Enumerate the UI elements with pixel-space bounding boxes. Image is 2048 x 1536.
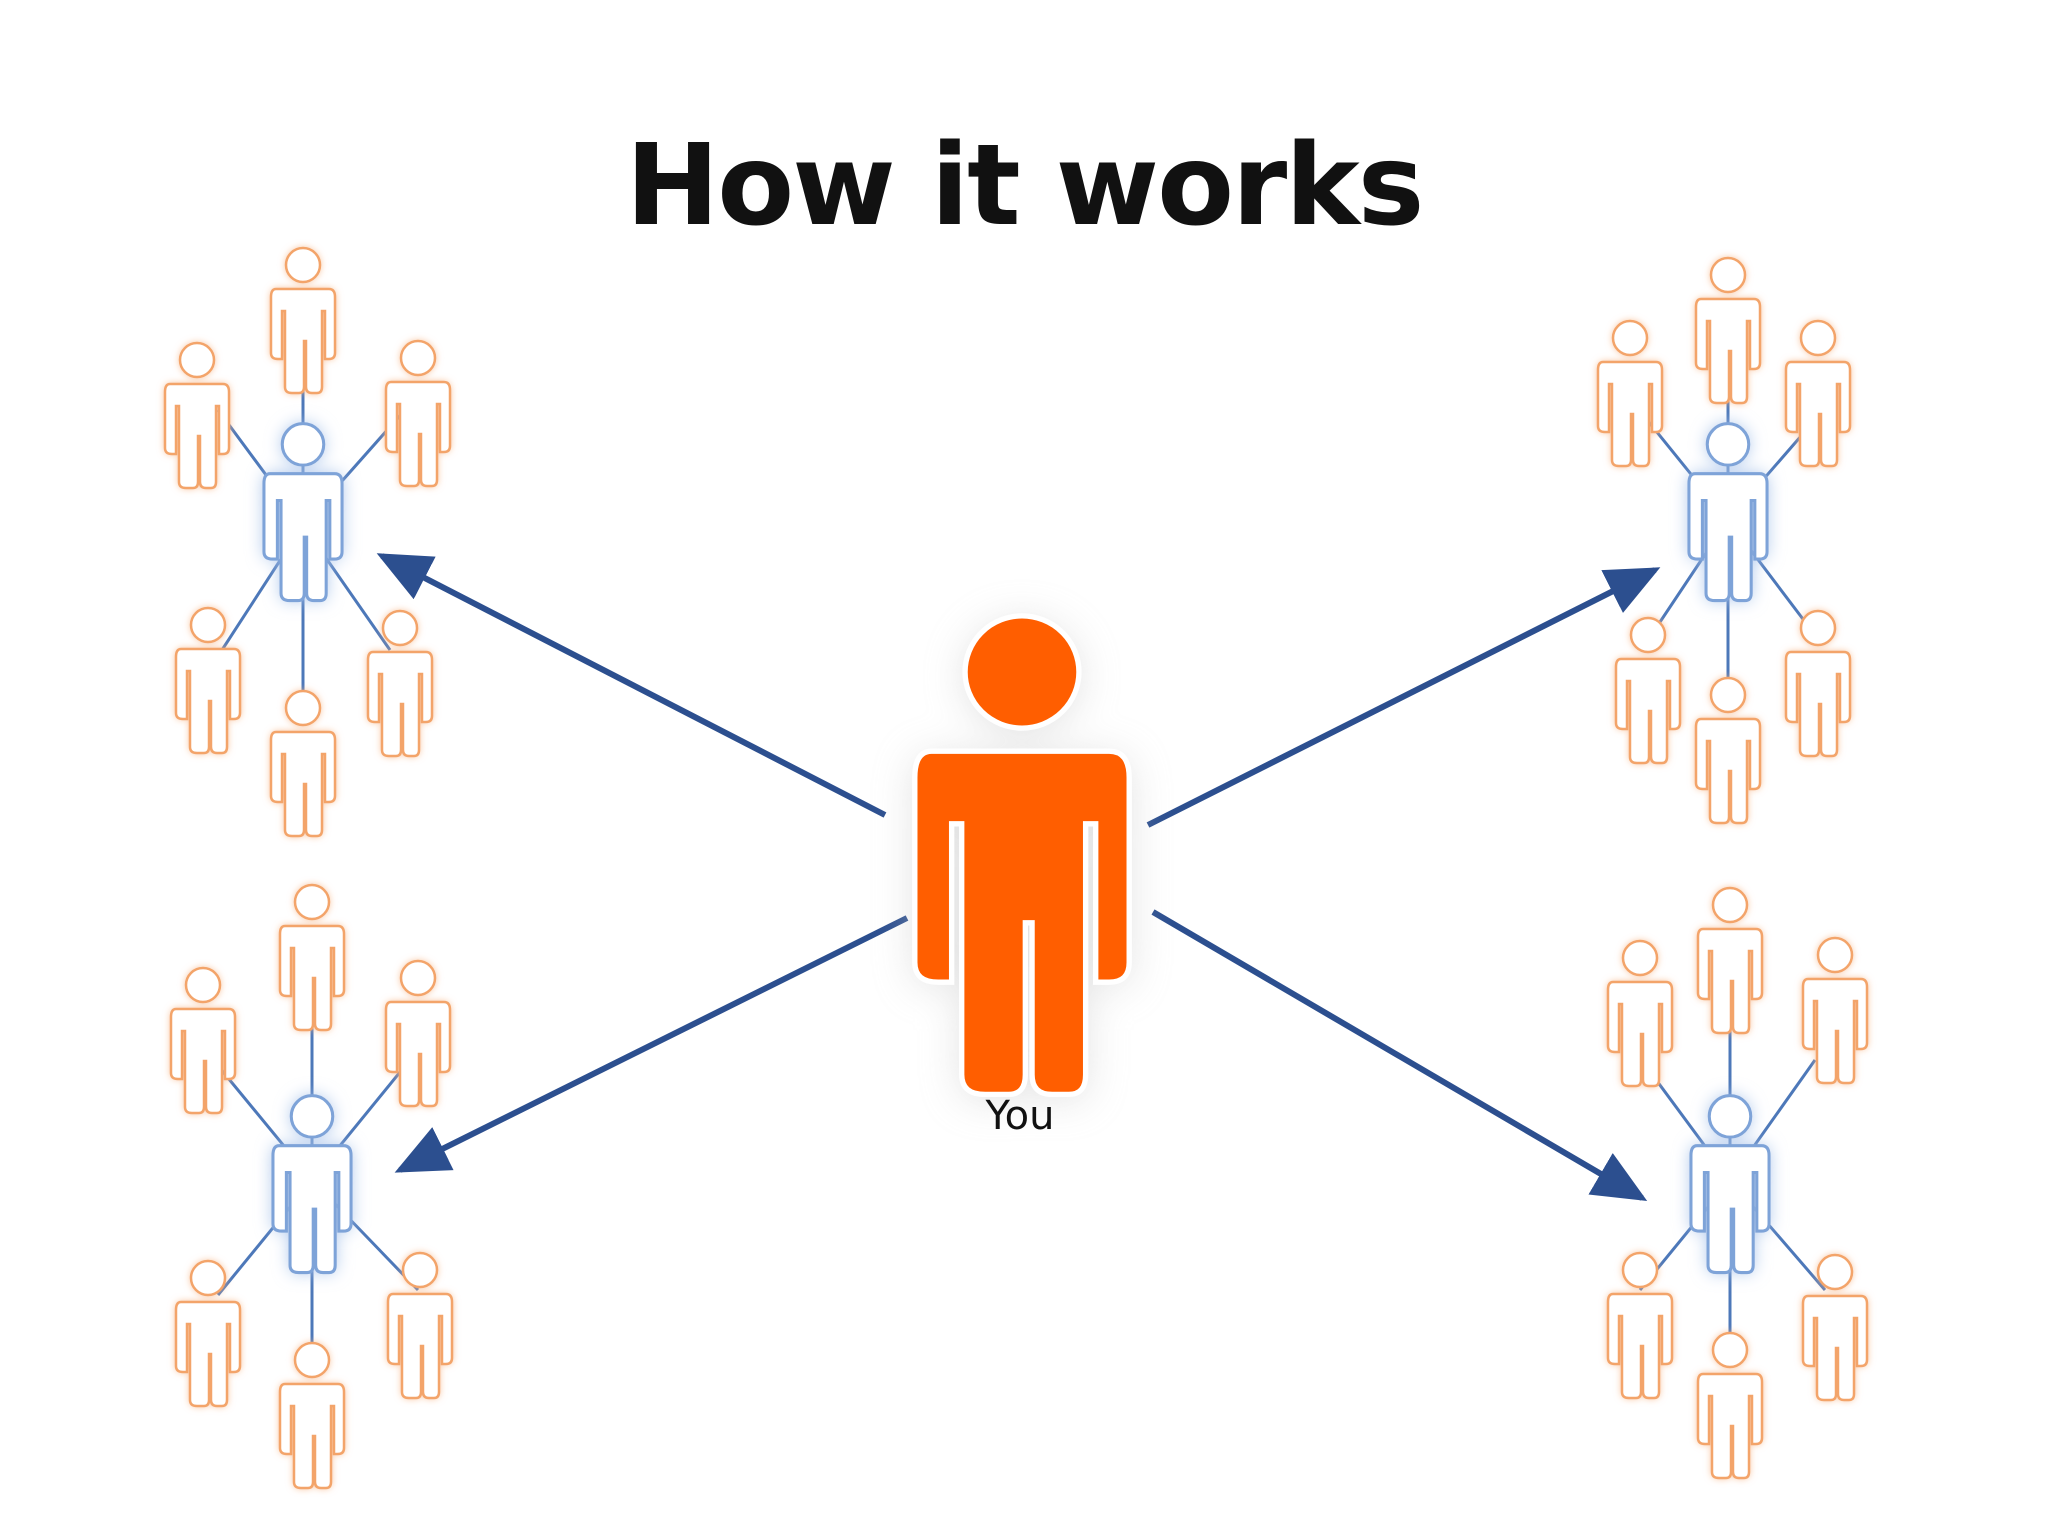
peer-person-icon: [269, 689, 337, 838]
arrow-top-left: [376, 553, 887, 818]
hub-person-icon: [1689, 1094, 1771, 1275]
peer-person-icon: [384, 959, 452, 1108]
arrow-bottom-left: [394, 915, 909, 1173]
you-label: You: [985, 1093, 1055, 1139]
hub-person-icon: [271, 1094, 353, 1275]
peer-person-icon: [1694, 256, 1762, 405]
peer-person-icon: [386, 1251, 454, 1400]
peer-person-icon: [1694, 676, 1762, 825]
group-top-left: [163, 246, 452, 838]
peer-person-icon: [278, 1341, 346, 1490]
hub-person-icon: [262, 422, 344, 603]
peer-person-icon: [1696, 1331, 1764, 1480]
peer-person-icon: [1784, 609, 1852, 758]
arrow-bottom-right: [1151, 909, 1648, 1202]
arrows: [376, 553, 1661, 1202]
peer-person-icon: [1606, 1251, 1674, 1400]
page-title: How it works: [625, 121, 1425, 251]
peer-person-icon: [1606, 939, 1674, 1088]
peer-person-icon: [1614, 616, 1682, 765]
group-bottom-right: [1606, 886, 1869, 1480]
peer-person-icon: [384, 339, 452, 488]
peer-person-icon: [1696, 886, 1764, 1035]
you-person-icon: [915, 616, 1129, 1100]
peer-person-icon: [1596, 319, 1664, 468]
hub-person-icon: [1687, 422, 1769, 603]
peer-person-icon: [169, 966, 237, 1115]
group-bottom-left: [169, 883, 454, 1490]
arrow-top-right: [1146, 567, 1661, 828]
peer-person-icon: [278, 883, 346, 1032]
peer-person-icon: [174, 606, 242, 755]
peer-person-icon: [269, 246, 337, 395]
group-top-right: [1596, 256, 1852, 825]
peer-person-icon: [163, 341, 231, 490]
peer-person-icon: [174, 1259, 242, 1408]
